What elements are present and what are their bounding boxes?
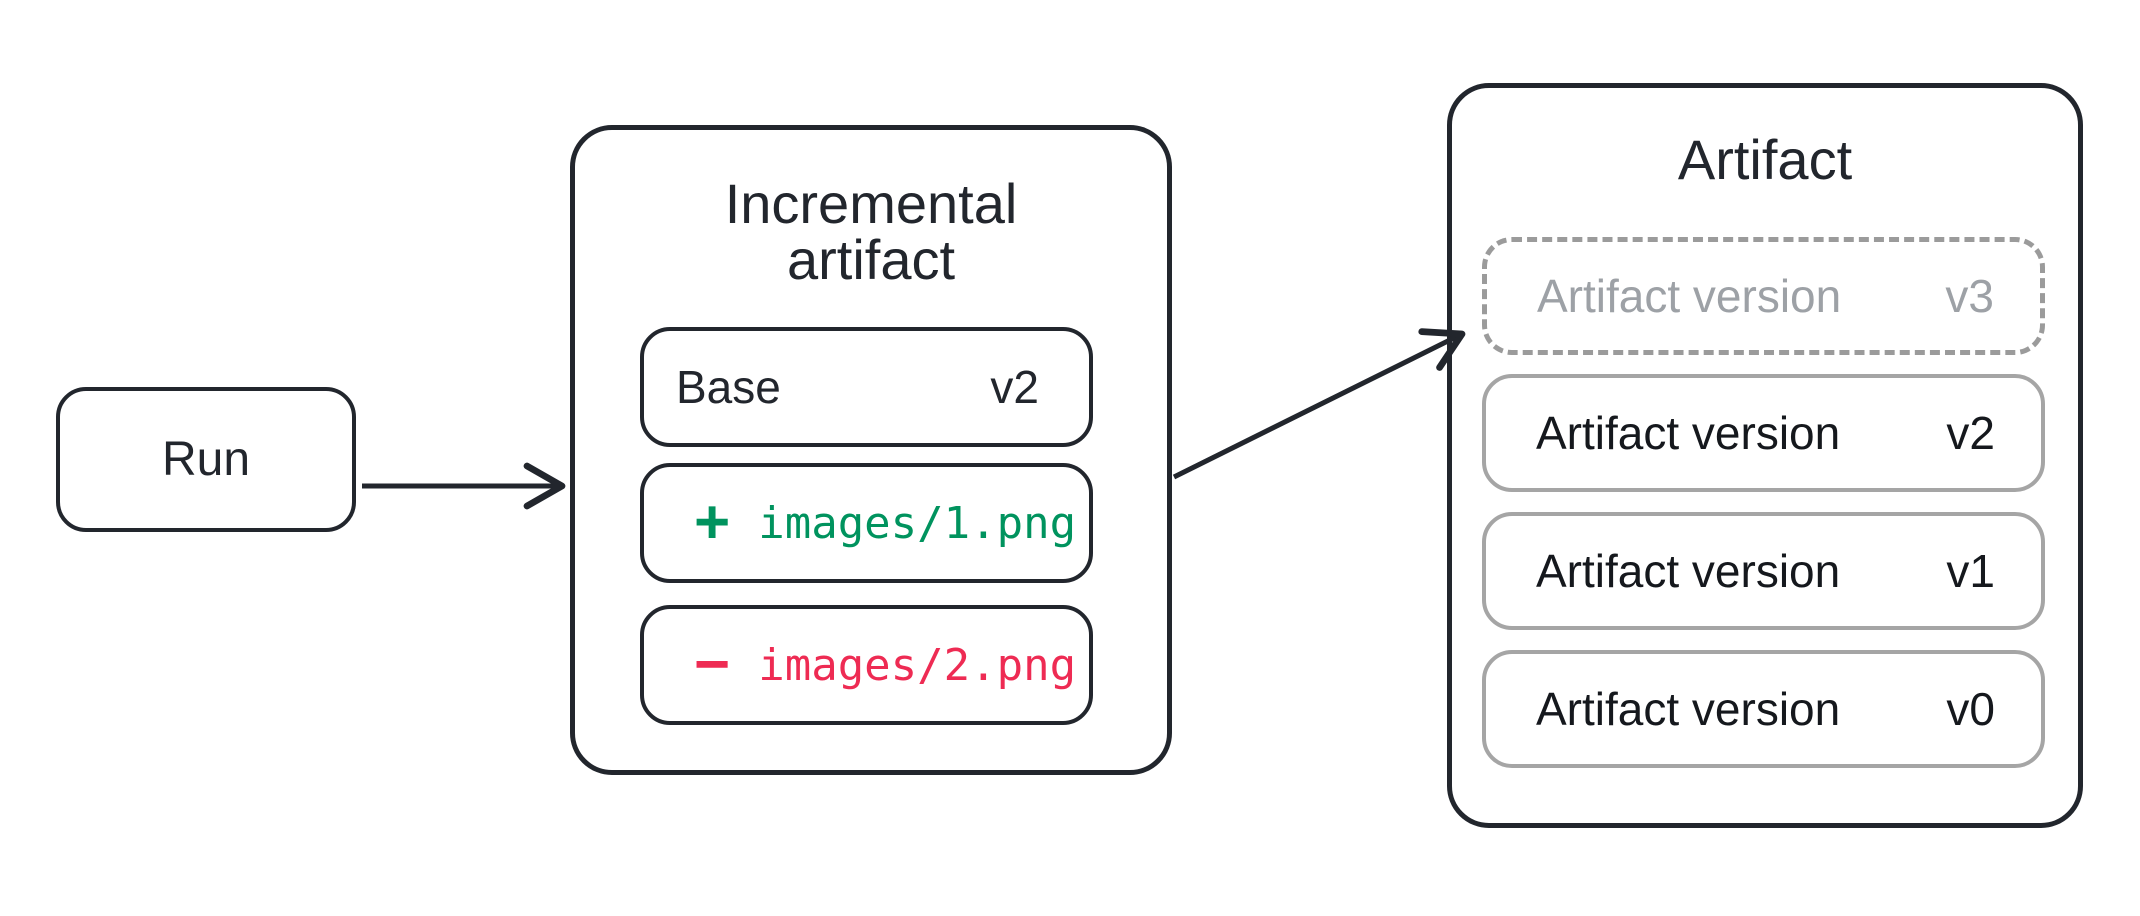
run-node: Run [56, 387, 356, 532]
base-version-number: v2 [990, 361, 1039, 413]
base-version-box: Base v2 [640, 327, 1093, 447]
artifact-version-row: Artifact version v1 [1482, 512, 2045, 630]
artifact-version-number: v1 [1946, 545, 1995, 597]
added-file-path: images/1.png [758, 497, 1077, 549]
base-label: Base [676, 361, 781, 413]
artifact-version-number: v3 [1945, 270, 1994, 322]
artifact-version-label: Artifact version [1537, 270, 1842, 322]
artifact-version-row: Artifact version v2 [1482, 374, 2045, 492]
removed-file-path: images/2.png [758, 639, 1077, 691]
arrow-incremental-to-artifact-version [1172, 328, 1466, 480]
artifact-title: Artifact [1677, 128, 1853, 191]
artifact-version-label: Artifact version [1536, 683, 1841, 735]
artifact-version-row: Artifact version v0 [1482, 650, 2045, 768]
incremental-title-line-2: artifact [786, 228, 956, 291]
incremental-artifact-panel: Incremental artifact Base v2 + images/1.… [570, 125, 1172, 775]
artifact-version-label: Artifact version [1536, 407, 1841, 459]
artifact-version-number: v2 [1946, 407, 1995, 459]
artifact-version-number: v0 [1946, 683, 1995, 735]
added-file-box: + images/1.png [640, 463, 1093, 583]
artifact-version-row-pending: Artifact version v3 [1482, 237, 2045, 355]
artifact-panel: Artifact Artifact version v3 Artifact ve… [1447, 83, 2083, 828]
artifact-version-label: Artifact version [1536, 545, 1841, 597]
removed-file-box: − images/2.png [640, 605, 1093, 725]
incremental-title-line-1: Incremental [724, 172, 1018, 235]
incremental-artifact-title: Incremental artifact [575, 176, 1167, 288]
run-label: Run [161, 433, 251, 486]
